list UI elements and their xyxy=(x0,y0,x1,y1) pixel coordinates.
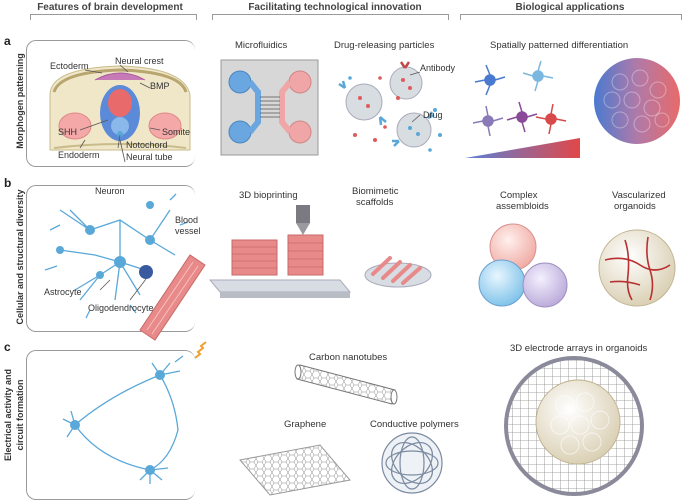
label-somite: Somite xyxy=(162,127,191,137)
header-bracket-1 xyxy=(30,14,197,20)
row-c-bracket xyxy=(26,350,195,500)
neuron-bodies xyxy=(56,201,155,279)
label-ectoderm: Ectoderm xyxy=(50,61,89,71)
header-technology: Facilitating technological innovation xyxy=(248,2,422,13)
oligodendrocyte-cell xyxy=(139,265,153,279)
conductive-polymers xyxy=(381,432,443,494)
title-electrode-arrays: 3D electrode arrays in organoids xyxy=(510,343,648,354)
label-oligodendrocyte: Oligodendrocyte xyxy=(88,303,154,313)
electrical-signal xyxy=(194,341,207,359)
row-letter-b: b xyxy=(4,176,12,190)
neuron-circuit xyxy=(62,355,184,484)
title-biomimetic-1: Biomimetic xyxy=(352,186,399,197)
embryo-cross-section xyxy=(49,65,191,151)
row-b-bracket xyxy=(26,185,195,332)
patterned-organoid xyxy=(594,58,680,144)
title-bioprinting: 3D bioprinting xyxy=(239,190,298,201)
row-letter-a: a xyxy=(4,34,11,48)
title-conductive-polymers: Conductive polymers xyxy=(370,419,459,430)
circuit-neuron-bodies xyxy=(70,370,165,475)
label-astrocyte: Astrocyte xyxy=(44,287,82,297)
gradient-ramp xyxy=(465,138,580,158)
complex-assembloids xyxy=(478,223,568,308)
title-drug-particles: Drug-releasing particles xyxy=(334,40,435,51)
blood-vessel xyxy=(139,254,206,341)
title-graphene: Graphene xyxy=(284,419,327,430)
row-letter-c: c xyxy=(4,340,11,354)
drug-particles xyxy=(338,61,442,152)
carbon-nanotube xyxy=(294,364,398,405)
electrode-array-organoid xyxy=(504,356,644,496)
blood-vessel-lines xyxy=(146,261,199,335)
label-blood: Blood xyxy=(175,215,199,225)
label-notochord: Notochord xyxy=(126,140,168,150)
graphene-sheet xyxy=(239,444,351,496)
row-a-bracket xyxy=(26,40,195,167)
label-bmp: BMP xyxy=(150,81,170,91)
label-endoderm: Endoderm xyxy=(58,150,100,160)
header-bracket-2 xyxy=(212,14,449,20)
header-features: Features of brain development xyxy=(37,2,183,13)
label-neural-crest: Neural crest xyxy=(115,56,164,66)
title-biomimetic-2: scaffolds xyxy=(356,197,394,208)
title-complex-2: assembloids xyxy=(496,201,549,212)
label-shh: SHH xyxy=(58,127,78,137)
title-vascularized-1: Vascularized xyxy=(612,190,666,201)
leader-lines xyxy=(79,64,421,301)
header-bracket-3 xyxy=(460,14,682,20)
title-carbon-nanotubes: Carbon nanotubes xyxy=(309,352,388,363)
label-neural-tube: Neural tube xyxy=(126,152,173,162)
vascularized-organoid xyxy=(598,229,676,307)
label-neuron: Neuron xyxy=(95,186,125,196)
title-microfluidics: Microfluidics xyxy=(235,40,288,51)
title-spatial-differentiation: Spatially patterned differentiation xyxy=(490,40,629,51)
microfluidics-device xyxy=(220,59,319,156)
label-drug: Drug xyxy=(423,110,443,120)
label-antibody: Antibody xyxy=(420,63,456,73)
patterned-neurons xyxy=(472,60,567,137)
header-biological: Biological applications xyxy=(515,2,625,13)
title-complex-1: Complex xyxy=(500,190,538,201)
biomimetic-scaffold xyxy=(364,256,432,288)
title-vascularized-2: organoids xyxy=(614,201,656,212)
label-vessel: vessel xyxy=(175,226,201,236)
bioprinting-illustration xyxy=(208,205,352,298)
